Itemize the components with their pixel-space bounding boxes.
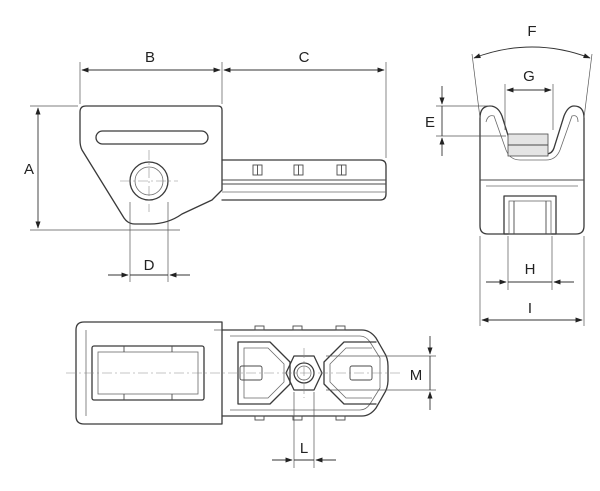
dim-label-e: E xyxy=(425,114,435,131)
tongue xyxy=(221,159,387,201)
dim-label-i: I xyxy=(528,300,532,317)
dim-label-c: C xyxy=(299,49,310,66)
dim-label-l: L xyxy=(300,440,308,457)
dim-label-a: A xyxy=(24,161,34,178)
dim-label-d: D xyxy=(144,257,155,274)
top-view: M L xyxy=(66,321,436,468)
slot-hole xyxy=(95,130,209,145)
end-view: F G E H I xyxy=(425,23,593,326)
dim-label-f: F xyxy=(527,23,536,40)
dim-label-m: M xyxy=(410,367,423,384)
dim-label-b: B xyxy=(145,49,155,66)
side-view: B C A D xyxy=(24,49,387,282)
dim-label-h: H xyxy=(525,261,536,278)
pocket-left xyxy=(237,341,291,405)
dim-label-g: G xyxy=(523,68,535,85)
tongue-socket xyxy=(503,195,557,235)
